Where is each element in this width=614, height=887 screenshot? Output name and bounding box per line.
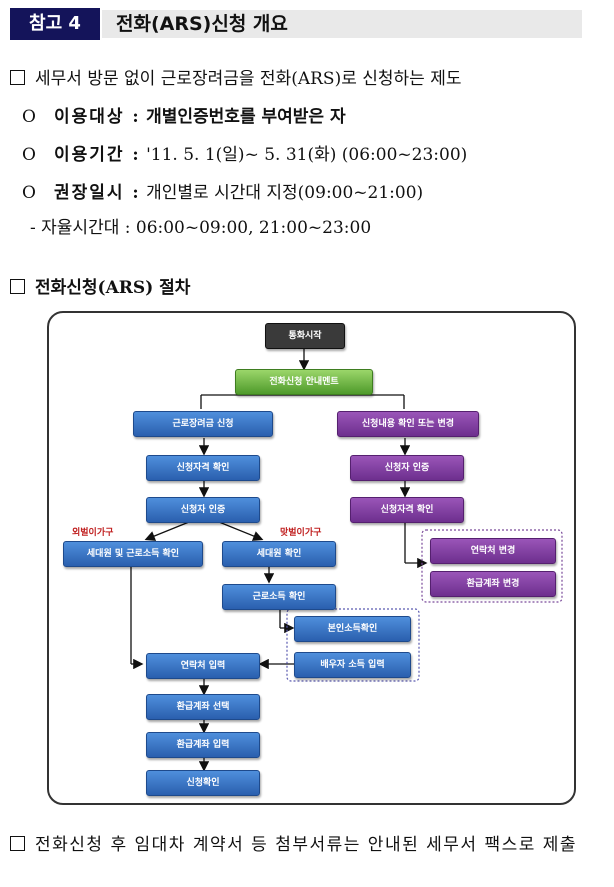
income-check-node: 근로소득 확인 — [222, 584, 336, 610]
item-label: 이용대상 : — [53, 107, 141, 127]
flowchart: 통화시작 전화신청 안내멘트 근로장려금 신청 신청내용 확인 또는 변경 신청… — [47, 311, 576, 805]
sub-item: - 자율시간대 : 06:00~09:00, 21:00~23:00 — [30, 218, 372, 238]
checkbox-square-icon — [10, 279, 25, 294]
item-label: 권장일시 : — [53, 183, 141, 203]
footer-text: 전화신청 후 임대차 계약서 등 첨부서류는 안내된 세무서 팩스로 제출 — [35, 835, 578, 855]
spouse-income-node: 배우자 소득 입력 — [294, 652, 411, 678]
r-contact-node: 연락처 변경 — [430, 538, 556, 564]
r-eligibility-node: 신청자격 확인 — [350, 497, 464, 523]
dual-member-node: 세대원 확인 — [222, 541, 336, 567]
checkbox-square-icon — [10, 836, 25, 851]
account-select-node: 환급계좌 선택 — [146, 694, 260, 720]
account-input-node: 환급계좌 입력 — [146, 732, 260, 758]
title-background — [102, 10, 582, 38]
intro-text: 세무서 방문 없이 근로장려금을 전화(ARS)로 신청하는 제도 — [35, 69, 462, 89]
review-node: 신청내용 확인 또는 변경 — [337, 411, 479, 437]
r-account-node: 환급계좌 변경 — [430, 571, 556, 597]
item-value: 개인별로 시간대 지정(09:00~21:00) — [146, 183, 424, 203]
r-auth-node: 신청자 인증 — [350, 455, 464, 481]
single-earner-label: 외벌이가구 — [72, 528, 114, 538]
checkbox-square-icon — [10, 70, 25, 85]
guide-node: 전화신청 안내멘트 — [235, 369, 373, 395]
footer-line: 전화신청 후 임대차 계약서 등 첨부서류는 안내된 세무서 팩스로 제출 — [10, 830, 606, 860]
page-title: 전화(ARS)신청 개요 — [116, 13, 288, 35]
intro-line: 세무서 방문 없이 근로장려금을 전화(ARS)로 신청하는 제도 — [10, 68, 462, 90]
single-check-node: 세대원 및 근로소득 확인 — [63, 541, 203, 567]
dual-earner-label: 맞벌이가구 — [280, 528, 322, 538]
section-title: 전화신청(ARS) 절차 — [35, 278, 191, 298]
reference-tag: 참고 4 — [10, 8, 100, 40]
confirm-node: 신청확인 — [146, 770, 260, 796]
item-label: 이용기간 : — [53, 145, 141, 165]
contact-input-node: 연락처 입력 — [146, 653, 260, 679]
section-heading: 전화신청(ARS) 절차 — [10, 277, 190, 299]
item-recommended: O 권장일시 : 개인별로 시간대 지정(09:00~21:00) — [22, 182, 423, 204]
flow-connectors — [130, 348, 563, 772]
auth-node: 신청자 인증 — [146, 497, 260, 523]
item-period: O 이용기간 : '11. 5. 1(일)~ 5. 31(화) (06:00~23… — [22, 144, 467, 166]
circle-bullet: O — [22, 183, 36, 203]
circle-bullet: O — [22, 145, 36, 165]
item-value: '11. 5. 1(일)~ 5. 31(화) (06:00~23:00) — [146, 145, 468, 165]
apply-node: 근로장려금 신청 — [133, 411, 273, 437]
item-value: 개별인증번호를 부여받은 자 — [146, 107, 346, 127]
eligibility-node: 신청자격 확인 — [146, 455, 260, 481]
start-node: 통화시작 — [265, 323, 345, 349]
title-bar: 참고 4 전화(ARS)신청 개요 — [10, 8, 582, 40]
self-income-node: 본인소득확인 — [294, 616, 411, 642]
circle-bullet: O — [22, 107, 36, 127]
item-target: O 이용대상 : 개별인증번호를 부여받은 자 — [22, 106, 346, 128]
